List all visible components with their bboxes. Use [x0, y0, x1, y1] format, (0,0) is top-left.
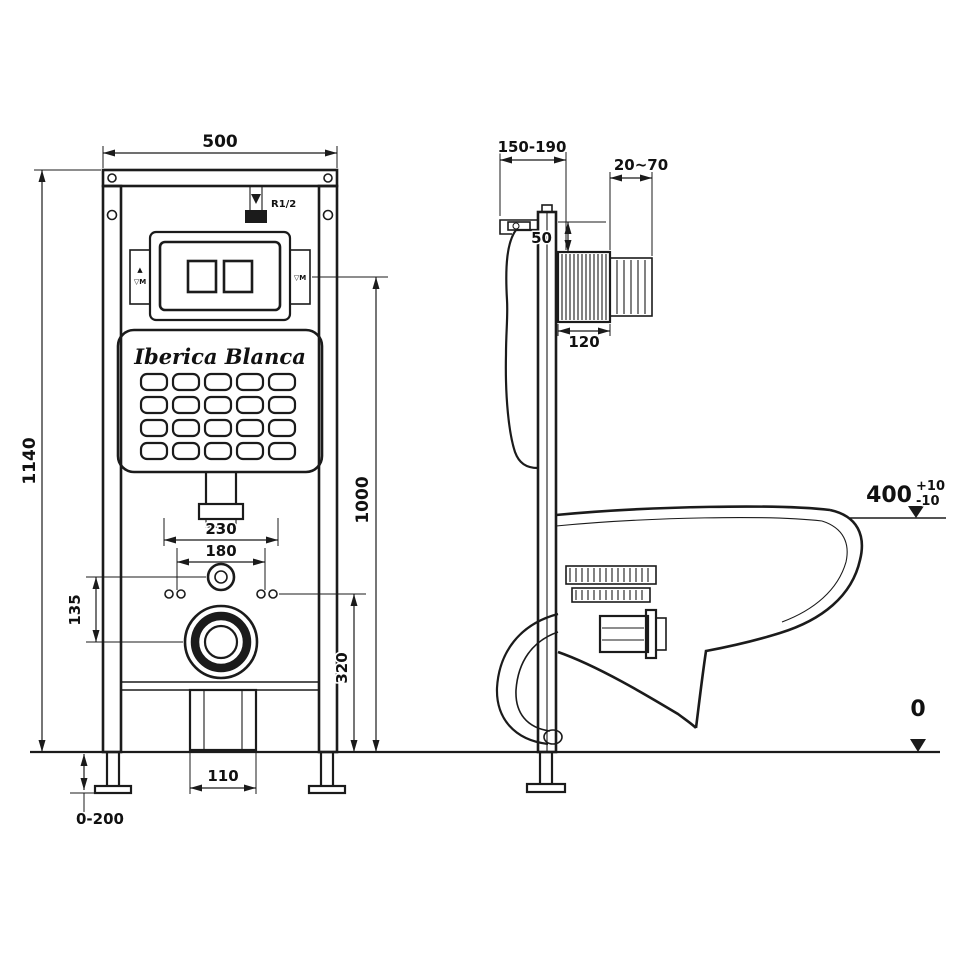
dim-plate-depth: 120	[557, 324, 611, 353]
frame-bolt-icon	[323, 173, 333, 183]
side-frame-rail	[499, 204, 567, 794]
dim-pipe-span: 230	[163, 518, 279, 546]
dim-height-total: 1140	[19, 169, 101, 752]
plate-lug-left	[129, 249, 151, 305]
level-triangle-icon	[910, 739, 926, 752]
tolerance-minus-label: -10	[916, 494, 940, 509]
plate-mark-left-top: ▲	[137, 266, 143, 274]
front-frame	[93, 168, 347, 795]
floor-level-marker: 0	[909, 696, 927, 752]
plate-lug-right	[289, 249, 311, 305]
flush-sleeve	[556, 250, 653, 324]
bracket-bolt-icon	[512, 222, 520, 230]
outlet-box	[188, 688, 258, 752]
side-leg	[538, 752, 554, 784]
side-view: 150-190 20~70 50 120 400 +10 -10 0	[495, 137, 946, 794]
frame-bolt-icon	[106, 209, 118, 221]
flush-elbow	[565, 565, 657, 603]
side-foot-plate	[525, 782, 567, 794]
frame-bolt-icon	[107, 173, 117, 183]
water-inlet: R1/2	[245, 186, 298, 223]
dim-top-gap: 50	[530, 221, 606, 252]
dim-label-wall-range: 20~70	[614, 156, 668, 174]
foot-plate-right	[307, 784, 347, 795]
dim-label-width-top: 500	[202, 132, 238, 152]
dim-label-rim-height: 400	[866, 483, 912, 508]
access-grid	[139, 372, 297, 461]
rail-top-bolt	[541, 204, 553, 213]
dim-outlet-width: 110	[189, 752, 257, 794]
cistern: Iberica Blanca	[116, 328, 324, 474]
plate-mark-left: ▽M	[134, 278, 146, 286]
dim-offset-135: 135	[65, 576, 206, 643]
dim-label-pipe-span: 230	[205, 520, 236, 538]
dim-label-outlet-height: 320	[333, 652, 351, 683]
flush-plate: ▲ ▽M ▽M	[129, 230, 311, 322]
dim-label-height-total: 1140	[20, 437, 40, 484]
dim-label-offset: 135	[66, 594, 84, 625]
front-view: R1/2 ▲ ▽M ▽M Iberica Blanca	[19, 131, 388, 830]
inlet-valve	[245, 210, 267, 223]
rim-height-marker: 400 +10 -10	[850, 478, 946, 519]
water-connection	[206, 562, 236, 592]
dim-wall-range: 20~70	[609, 155, 670, 256]
frame-crossbar	[121, 681, 319, 691]
frame-legs	[105, 752, 335, 786]
dim-width-top: 500	[102, 131, 338, 168]
dim-depth-range: 150-190	[496, 137, 568, 250]
brand-label: Iberica Blanca	[133, 344, 306, 369]
dim-bolt-span: 180	[176, 541, 266, 590]
flush-button-left	[186, 259, 218, 294]
dim-label-plate: 120	[568, 333, 599, 351]
foot-plate-left	[93, 784, 133, 795]
dim-label-top-gap: 50	[531, 229, 552, 247]
dim-label-feet-range: 0-200	[76, 810, 124, 828]
fixing-bolts	[164, 589, 278, 599]
frame-bolt-icon	[322, 209, 334, 221]
plate-mark-right: ▽M	[294, 274, 306, 282]
down-pipe	[197, 472, 245, 528]
dim-label-depth-range: 150-190	[498, 138, 567, 156]
dim-label-outlet-width: 110	[207, 767, 238, 785]
floor-level-label: 0	[910, 697, 925, 722]
flush-button-right	[222, 259, 254, 294]
drain-bend	[495, 612, 563, 746]
drain-connection	[183, 604, 259, 680]
dim-label-flush-height: 1000	[353, 476, 373, 523]
level-triangle-icon	[908, 506, 924, 518]
cistern-profile	[504, 221, 539, 470]
dim-label-bolt-span: 180	[205, 542, 236, 560]
dim-flush-height: 1000	[312, 276, 388, 752]
outlet-connector	[598, 608, 667, 660]
wall-bracket	[499, 219, 538, 235]
down-arrow-icon	[251, 194, 261, 204]
dim-feet-range: 0-200	[70, 754, 125, 830]
dim-outlet-height: 320	[279, 593, 366, 752]
toilet-bowl-profile	[555, 505, 864, 729]
tolerance-plus-label: +10	[916, 479, 945, 494]
inlet-thread-label: R1/2	[271, 199, 296, 210]
